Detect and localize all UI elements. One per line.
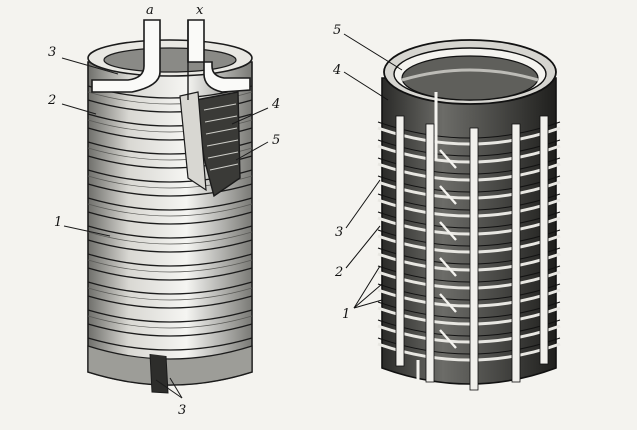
left-leader-lines <box>61 57 269 399</box>
left-label-1: 1 <box>54 215 62 230</box>
left-coil-base-band <box>87 345 253 386</box>
left-label-4: 4 <box>271 97 280 112</box>
left-label-5: 5 <box>272 133 280 148</box>
left-coil: a x 3 2 1 4 5 3 <box>47 3 280 418</box>
lead-a <box>91 19 161 93</box>
left-label-2: 2 <box>47 93 56 108</box>
left-lead-label-x: x <box>196 3 204 18</box>
right-coil-inner-bore <box>401 55 539 101</box>
right-coil: 5 4 3 2 1 <box>332 23 561 391</box>
left-label-3-bottom: 3 <box>178 403 186 418</box>
right-coil-body <box>381 77 557 385</box>
left-coil-inner-bore <box>103 47 237 73</box>
right-label-2: 2 <box>334 265 343 280</box>
lead-x <box>187 19 251 93</box>
right-label-5: 5 <box>333 23 341 38</box>
right-leader-lines <box>343 33 403 309</box>
right-label-3: 3 <box>335 225 343 240</box>
right-coil-crossovers <box>439 149 457 349</box>
right-label-4: 4 <box>332 63 341 78</box>
right-label-1: 1 <box>342 307 350 322</box>
left-label-3-top: 3 <box>48 45 56 60</box>
left-lead-label-a: a <box>146 3 154 18</box>
left-coil-bottom-slot <box>149 353 169 394</box>
right-coil-spacers <box>395 115 549 391</box>
